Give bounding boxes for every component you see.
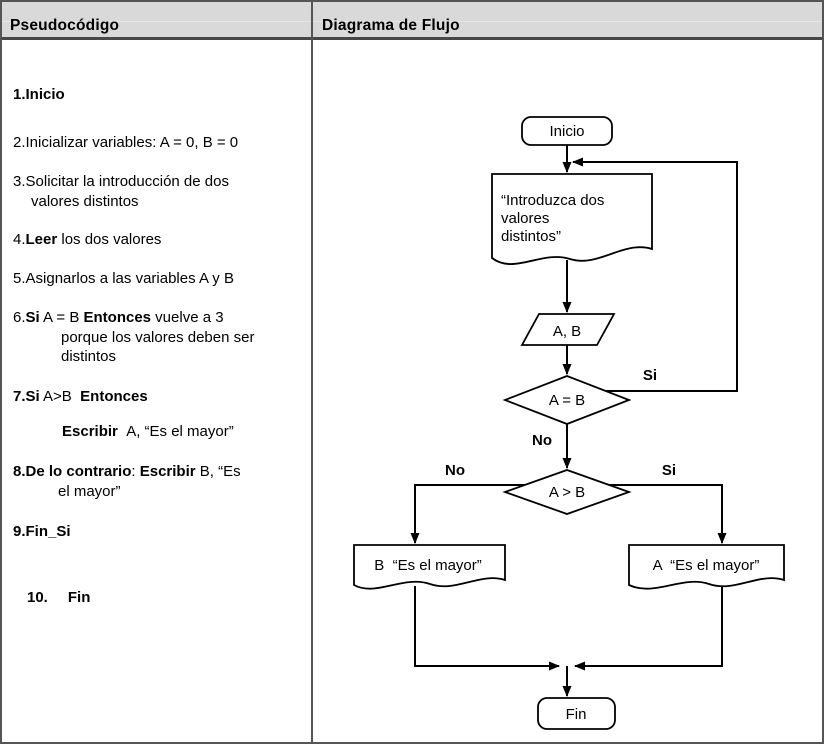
pseudocode-item-1: 1.Inicio: [13, 86, 65, 103]
prompt-line2: valores: [501, 210, 549, 227]
table-header-row: Pseudocódigo Diagrama de Flujo: [2, 2, 822, 40]
decision2-diamond: [502, 469, 632, 515]
decision2-no-label: No: [445, 462, 465, 479]
column-divider: [311, 2, 313, 742]
end-label: Fin: [566, 706, 587, 723]
input-label: A, B: [553, 323, 581, 340]
decision2-si-label: Si: [662, 462, 676, 479]
prompt-line3: distintos”: [501, 228, 561, 245]
header-diagrama-de-flujo: Diagrama de Flujo: [322, 17, 460, 34]
pseudocode-item-9: 9.Fin_Si: [13, 523, 71, 540]
connector-decision2-si-to-output-a: [567, 484, 727, 544]
connector-output-a-to-join: [574, 586, 723, 671]
prompt-document: [491, 173, 653, 265]
header-divider-line: [2, 21, 822, 22]
header-pseudocodigo: Pseudocódigo: [10, 17, 120, 34]
output-b-document: [353, 544, 506, 590]
input-parallelogram: [520, 313, 616, 346]
output-a-label: A “Es el mayor”: [653, 557, 760, 574]
pseudocode-item-6: 6.Si A = B Entonces vuelve a 3 porque lo…: [13, 309, 255, 365]
pseudocode-item-8: 8.De lo contrario: Escribir B, “Es el ma…: [13, 463, 241, 500]
start-terminator: [521, 116, 613, 146]
connector-output-b-to-join: [414, 586, 560, 671]
output-a-document: [628, 544, 785, 590]
pseudocode-item-2: 2.Inicializar variables: A = 0, B = 0: [13, 134, 239, 151]
output-b-label: B “Es el mayor”: [374, 557, 482, 574]
connector-decision1-si-loop: [567, 157, 738, 392]
pseudocode-item-7: 7.Si A>B Entonces: [13, 388, 148, 405]
decision2-label: A > B: [549, 484, 585, 501]
prompt-line1: “Introduzca dos: [501, 192, 604, 209]
pseudocode-item-3: 3.Solicitar la introducción de dos valor…: [13, 173, 229, 210]
decision1-no-label: No: [532, 432, 552, 449]
connector-decision2-no-to-output-b: [410, 484, 567, 544]
decision1-diamond: [502, 375, 632, 425]
pseudocode-item-4: 4.Leer los dos valores: [13, 231, 162, 248]
pseudocode-item-7-body: Escribir A, “Es el mayor”: [62, 423, 234, 440]
decision1-label: A = B: [549, 392, 585, 409]
decision1-si-label: Si: [643, 367, 657, 384]
pseudocode-item-10: 10.Fin: [27, 589, 91, 606]
end-terminator: [537, 697, 616, 730]
start-label: Inicio: [549, 123, 584, 140]
pseudocode-item-5: 5.Asignarlos a las variables A y B: [13, 270, 234, 287]
